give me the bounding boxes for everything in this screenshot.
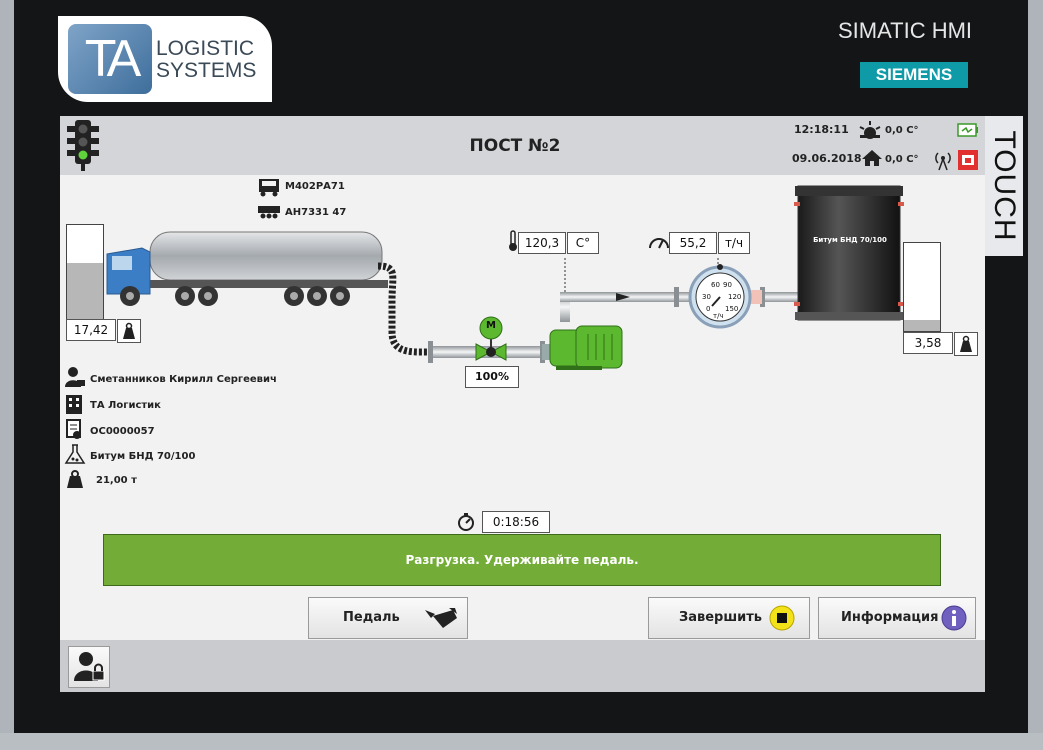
- driver-icon: [65, 367, 85, 387]
- hmi-screen: ПОСТ №2 12:18:11 09.06.2018 0,0 C° 0,0 C…: [60, 116, 985, 692]
- speedometer-icon: [649, 238, 669, 249]
- stopwatch-icon: [458, 513, 474, 531]
- traffic-light-icon[interactable]: [64, 118, 102, 172]
- finish-button[interactable]: Завершить: [648, 597, 810, 639]
- home-icon: [862, 150, 882, 166]
- flow-value: 55,2: [669, 232, 717, 254]
- control-valve[interactable]: [475, 316, 507, 361]
- info-icon: [941, 605, 967, 631]
- truck-plate: М402РА71: [285, 181, 345, 192]
- weight-icon: [960, 335, 972, 352]
- flask-icon: [64, 444, 86, 464]
- meter-tick-60: 60: [711, 281, 720, 289]
- pump[interactable]: [549, 325, 623, 370]
- touch-tab: [985, 116, 1023, 256]
- valve-opening: 100%: [465, 366, 519, 388]
- info-button-label: Информация: [841, 610, 939, 625]
- flow-meter-gauge: [688, 264, 762, 329]
- company-logo: TA LOGISTIC SYSTEMS: [58, 16, 272, 102]
- truck-icon: [259, 179, 279, 197]
- source-weight-value: 17,42: [66, 319, 116, 341]
- page-title: ПОСТ №2: [469, 136, 561, 156]
- mass-icon: [67, 470, 83, 488]
- siemens-logo: SIEMENS: [860, 62, 968, 88]
- target-tank: [794, 185, 904, 321]
- meter-tick-30: 30: [702, 293, 711, 301]
- target-level-gauge: [903, 242, 941, 332]
- battery-icon: [957, 123, 978, 137]
- touch-label: TOUCH: [988, 130, 1021, 242]
- product-name: Битум БНД 70/100: [90, 451, 196, 462]
- clock-time: 12:18:11: [794, 123, 849, 136]
- pedal-button[interactable]: Педаль: [308, 597, 468, 639]
- weight-icon: [123, 322, 135, 339]
- bezel-bottom-edge: [0, 733, 1043, 750]
- logo-mark: TA: [68, 24, 152, 94]
- target-weight-unit: [954, 332, 978, 356]
- driver-name: Сметанников Кирилл Сергеевич: [90, 374, 277, 385]
- logo-line-2: SYSTEMS: [156, 59, 257, 82]
- company-name: ТА Логистик: [90, 400, 161, 411]
- stop-icon: [769, 605, 795, 631]
- target-weight-value: 3,58: [903, 332, 953, 354]
- company-icon: [66, 395, 82, 414]
- temperature-value: 120,3: [518, 232, 566, 254]
- trailer-plate: АН7331 47: [285, 207, 347, 218]
- user-login-button[interactable]: [68, 646, 110, 688]
- clock-date: 09.06.2018: [792, 152, 862, 165]
- source-level-fill: [67, 263, 103, 321]
- document-number: ОС0000057: [90, 426, 155, 437]
- thermometer-icon: [509, 230, 517, 251]
- meter-tick-0: 0: [706, 305, 711, 313]
- flow-unit: т/ч: [718, 232, 750, 254]
- meter-unit-label: т/ч: [713, 312, 724, 320]
- source-level-gauge: [66, 224, 104, 322]
- tanker-truck: [106, 231, 388, 306]
- mass-value: 21,00 т: [96, 475, 137, 486]
- document-icon: [66, 419, 81, 439]
- screen-footer: [60, 640, 985, 692]
- tank-feed-pipe: [756, 292, 828, 302]
- meter-tick-90: 90: [723, 281, 732, 289]
- target-level-fill: [904, 320, 940, 331]
- meter-tick-150: 150: [725, 305, 739, 313]
- info-button[interactable]: Информация: [818, 597, 976, 639]
- trailer-icon: [258, 206, 280, 219]
- source-weight-unit: [117, 319, 141, 343]
- screen-header: ПОСТ №2 12:18:11 09.06.2018 0,0 C° 0,0 C…: [60, 116, 985, 175]
- logo-text: LOGISTIC SYSTEMS: [156, 38, 256, 82]
- network-error-icon: [958, 150, 978, 170]
- foot-pedal-icon: [425, 608, 457, 628]
- status-message: Разгрузка. Удерживайте педаль.: [103, 534, 941, 586]
- target-tank-label: Битум БНД 70/100: [813, 236, 887, 244]
- weather-sun-icon: [859, 121, 881, 139]
- user-lock-icon: [74, 652, 105, 681]
- inside-temperature: 0,0 C°: [885, 154, 919, 165]
- riser-pipe: [560, 292, 570, 322]
- outside-temperature: 0,0 C°: [885, 125, 919, 136]
- process-diagram: [106, 185, 904, 370]
- meter-tick-120: 120: [728, 293, 742, 301]
- antenna-icon: [935, 152, 951, 171]
- temperature-unit: C°: [567, 232, 599, 254]
- valve-motor-label: M: [486, 320, 496, 331]
- pedal-button-label: Педаль: [343, 610, 400, 625]
- unloading-hose: [377, 262, 432, 356]
- finish-button-label: Завершить: [679, 610, 763, 625]
- logo-line-1: LOGISTIC: [156, 37, 255, 60]
- simatic-hmi-label: SIMATIC HMI: [838, 18, 973, 43]
- elapsed-timer: 0:18:56: [482, 511, 550, 533]
